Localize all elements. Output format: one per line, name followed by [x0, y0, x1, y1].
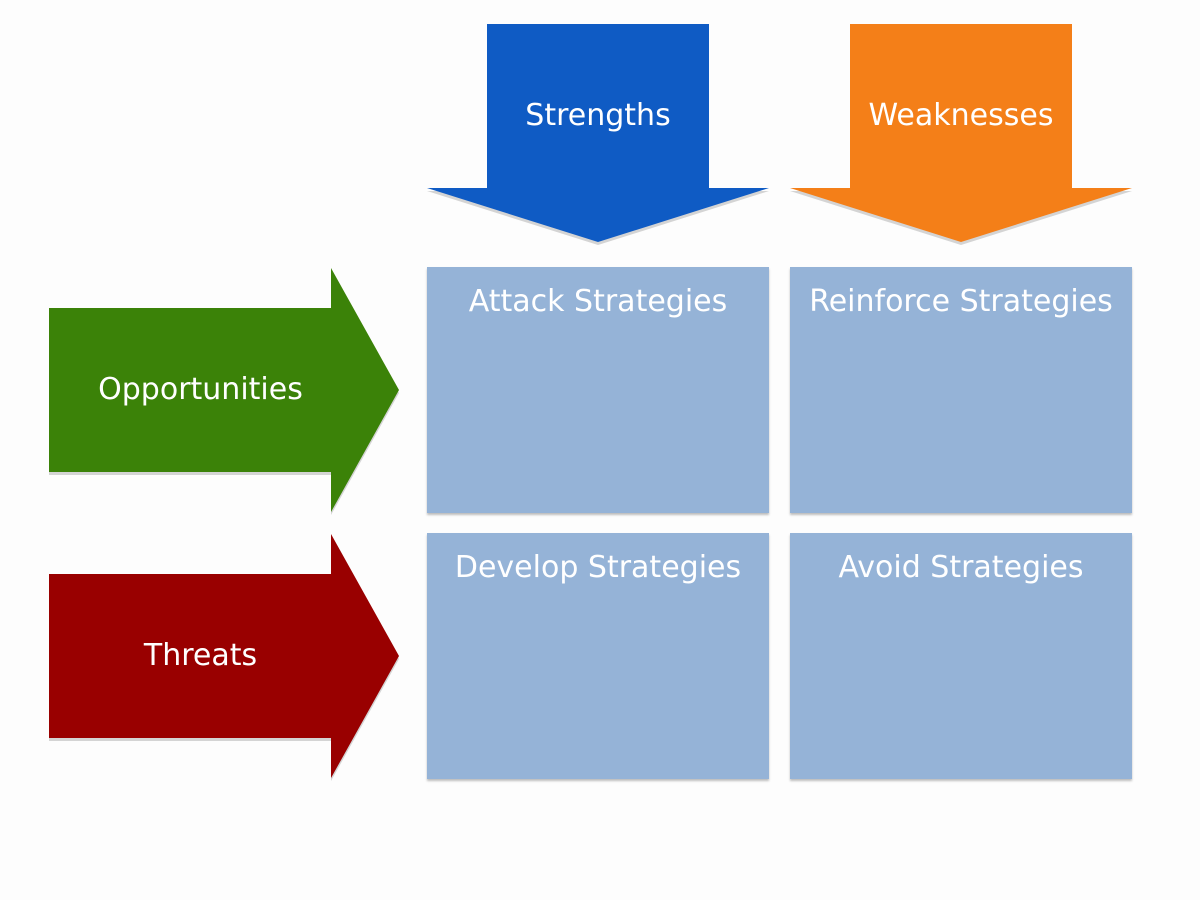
strengths-arrow — [427, 24, 769, 245]
cell-develop-strategies: Develop Strategies — [427, 533, 769, 779]
cell-reinforce-strategies: Reinforce Strategies — [790, 267, 1132, 513]
strengths-label: Strengths — [525, 98, 671, 133]
cell-avoid-strategies-label: Avoid Strategies — [838, 550, 1084, 585]
cell-attack-strategies: Attack Strategies — [427, 267, 769, 513]
threats-label: Threats — [143, 638, 258, 673]
cell-avoid-strategies: Avoid Strategies — [790, 533, 1132, 779]
cell-reinforce-strategies-label: Reinforce Strategies — [809, 284, 1113, 319]
opportunities-label: Opportunities — [98, 372, 303, 407]
weaknesses-arrow — [790, 24, 1132, 245]
opportunities-arrow — [49, 268, 399, 515]
cell-develop-strategies-label: Develop Strategies — [454, 550, 742, 585]
cell-attack-strategies-label: Attack Strategies — [468, 284, 728, 319]
threats-arrow — [49, 534, 399, 781]
weaknesses-label: Weaknesses — [868, 98, 1054, 133]
